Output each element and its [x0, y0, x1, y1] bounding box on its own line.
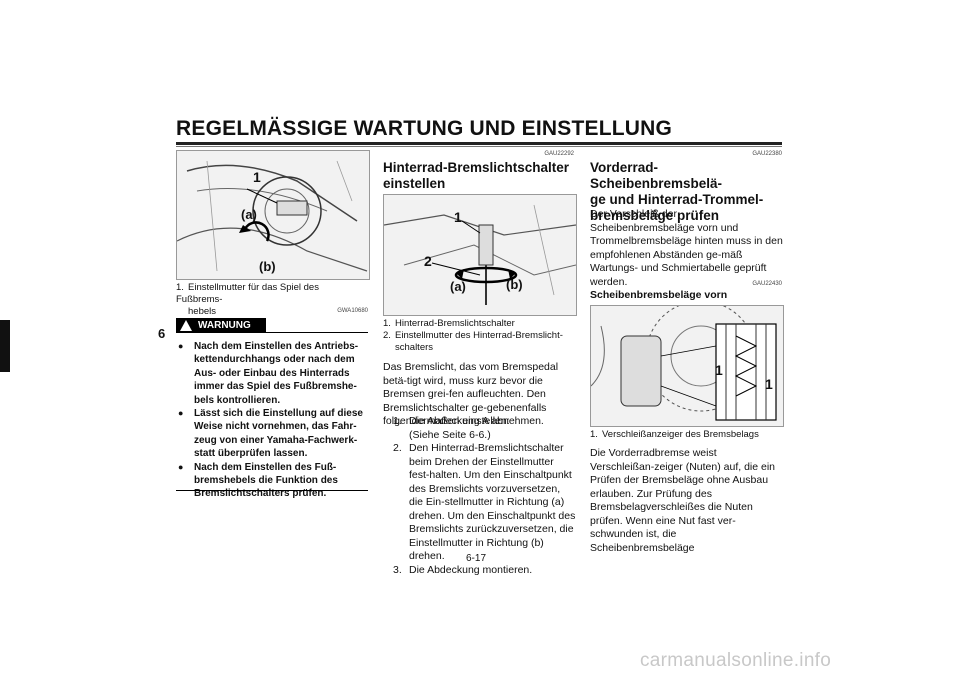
title-rule-thin [176, 146, 782, 147]
brake-pad-illustration [591, 306, 783, 426]
figure-label-2: 2 [424, 253, 432, 269]
brake-switch-illustration [384, 195, 576, 315]
warning-list: Nach dem Einstellen des Antriebs-kettend… [176, 340, 368, 501]
figure-label-1: 1 [253, 169, 261, 185]
caption-number: 1. [590, 429, 598, 440]
caption-text: Einstellmutter für das Spiel des Fußbrem… [176, 282, 319, 305]
section-body: Die Vorderradbremse weist Verschleißan-z… [590, 447, 776, 554]
figure-label-1: 1 [715, 362, 723, 378]
caption-number: 1. [383, 318, 391, 329]
step-number: 2. [393, 442, 402, 454]
figure-label-b: (b) [259, 259, 276, 274]
section-heading: Hinterrad-Bremslichtschalter einstellen [383, 160, 578, 192]
step-number: 1. [393, 415, 402, 427]
figure-brake-pads: 1 1 [590, 305, 784, 427]
heading-line: einstellen [383, 176, 446, 191]
heading-line: bremsbeläge prüfen [590, 208, 720, 223]
step-item: 1. Die Abdeckung A abnehmen. (Siehe Seite… [383, 415, 576, 442]
caption-text-cont: hebels [188, 306, 216, 317]
rear-brake-illustration [177, 151, 369, 279]
title-rule [176, 142, 782, 145]
figure-caption: 1. Verschleißanzeiger des Bremsbelags [590, 429, 782, 441]
figure-label-a: (a) [450, 279, 466, 294]
warning-badge: WARNUNG [176, 318, 266, 333]
section-code: GAU22292 [544, 151, 574, 157]
step-item: 3. Die Abdeckung montieren. [383, 564, 576, 578]
warning-item: Nach dem Einstellen des Fuß-bremshebels … [176, 461, 368, 501]
sub-heading: Scheibenbremsbeläge vorn [590, 289, 728, 301]
figure-label-1: 1 [454, 209, 462, 225]
figure-label-a: (a) [241, 207, 257, 222]
warning-item: Nach dem Einstellen des Antriebs-kettend… [176, 340, 368, 407]
caption-text-cont: schalters [395, 342, 434, 353]
step-text: Die Abdeckung montieren. [409, 563, 533, 576]
steps-list: 1. Die Abdeckung A abnehmen. (Siehe Seite… [383, 415, 576, 577]
step-item: 2. Den Hinterrad-Bremslichtschalter beim … [383, 442, 576, 564]
chapter-number: 6 [158, 326, 166, 341]
figure-caption: 1.Einstellmutter für das Spiel des Fußbr… [176, 282, 368, 318]
section-intro: Der Verschleiß der Scheibenbremsbeläge v… [590, 208, 783, 288]
caption-text: Verschleißanzeiger des Bremsbelags [602, 429, 759, 440]
figure-label-1: 1 [765, 376, 773, 392]
heading-line: ge und Hinterrad-Trommel- [590, 192, 764, 207]
step-text: Den Hinterrad-Bremslichtschalter beim Dr… [409, 442, 576, 562]
figure-caption: 1. Hinterrad-Bremslichtschalter 2. Einstel… [383, 318, 575, 354]
section-code: GAU22430 [752, 281, 782, 287]
caption-text: Einstellmutter des Hinterrad-Bremslicht- [395, 330, 563, 341]
chapter-tab [0, 320, 10, 372]
warning-code: GWA10680 [337, 308, 368, 314]
page-number: 6-17 [466, 553, 487, 564]
section-heading: Vorderrad-Scheibenbremsbelä- ge und Hint… [590, 160, 785, 224]
warning-end-rule [176, 490, 368, 491]
figure-label-b: (b) [506, 277, 523, 292]
section-code: GAU22380 [752, 151, 782, 157]
figure-brake-light-switch: 1 2 (a) (b) [383, 194, 577, 316]
section-intro: Das Bremslicht, das vom Bremspedal betä-… [383, 361, 559, 427]
caption-number: 1. [176, 282, 184, 293]
step-number: 3. [393, 563, 402, 576]
heading-line: Vorderrad-Scheibenbremsbelä- [590, 160, 723, 191]
warning-rule [266, 332, 368, 333]
warning-item: Lässt sich die Einstellung auf diese Wei… [176, 407, 368, 461]
heading-line: Hinterrad-Bremslichtschalter [383, 160, 570, 175]
watermark: carmanualsonline.info [640, 650, 832, 671]
figure-rear-brake-adjuster: 1 (a) (b) [176, 150, 370, 280]
warning-label: WARNUNG [198, 320, 251, 331]
step-text: Die Abdeckung A abnehmen. (Siehe Seite 6… [409, 415, 544, 441]
caption-number: 2. [383, 330, 391, 341]
caption-text: Hinterrad-Bremslichtschalter [395, 318, 515, 329]
page-title: REGELMÄSSIGE WARTUNG UND EINSTELLUNG [176, 117, 673, 140]
warning-icon [180, 320, 192, 331]
